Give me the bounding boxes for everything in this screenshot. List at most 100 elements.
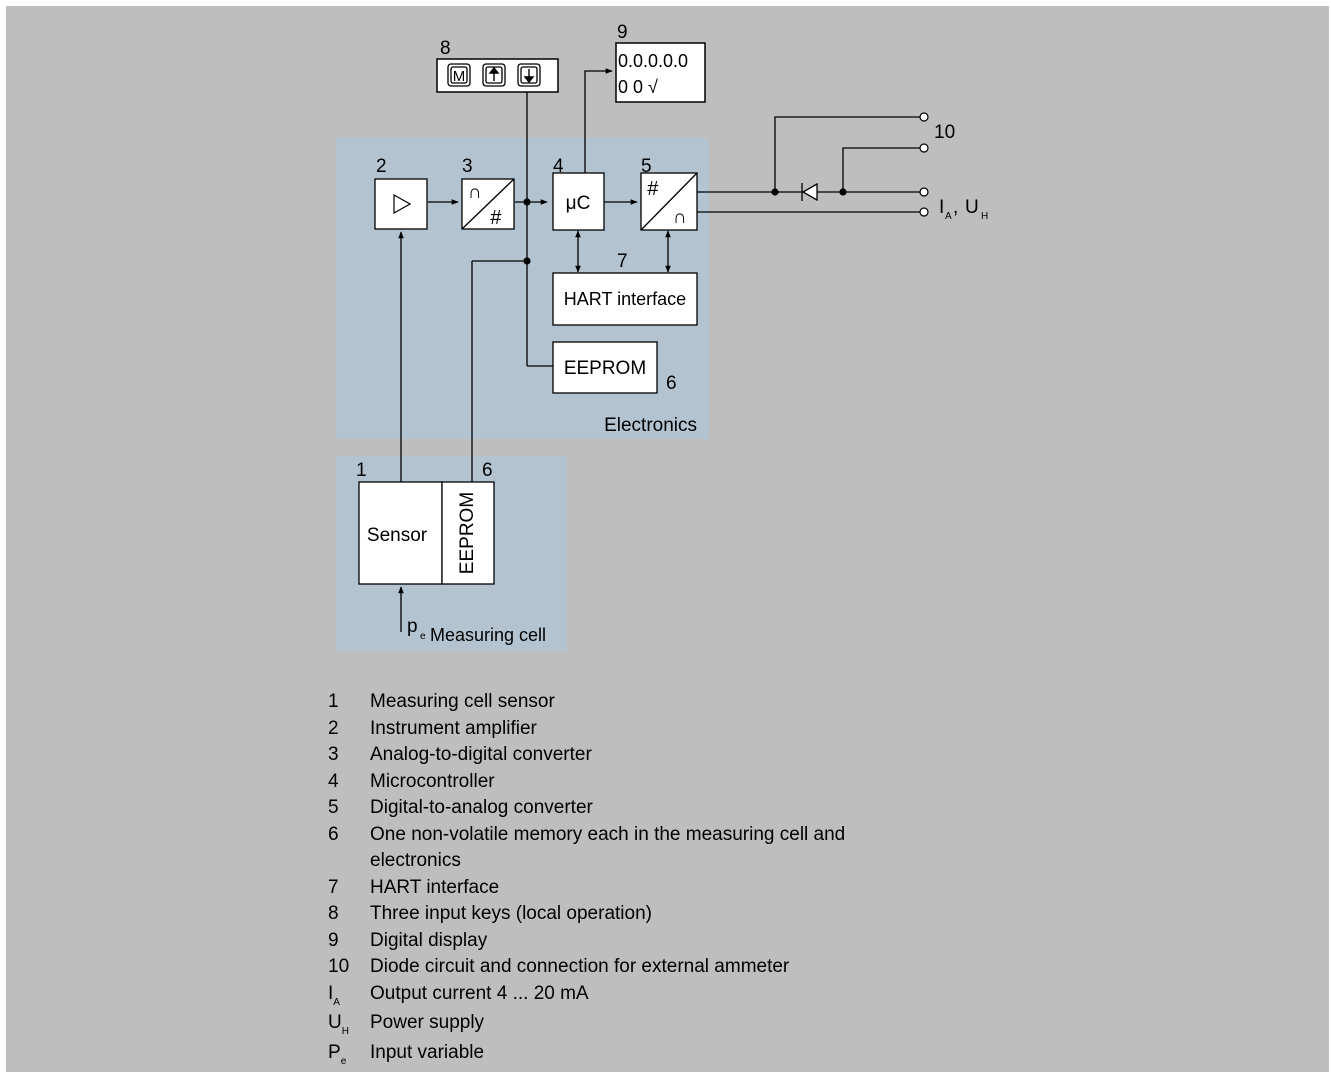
legend-key: 4 bbox=[325, 769, 370, 796]
display-line1: 0.0.0.0.0 bbox=[618, 51, 688, 71]
legend-key: 5 bbox=[325, 795, 370, 822]
legend-text: HART interface bbox=[370, 876, 500, 898]
hart-label: HART interface bbox=[564, 289, 686, 309]
dac-symbol-top: # bbox=[647, 178, 659, 200]
dac-symbol-bottom: ∩ bbox=[673, 207, 687, 228]
number-diode-terminal: 10 bbox=[934, 122, 955, 143]
legend-text: Power supply bbox=[370, 1012, 485, 1033]
output-label-i: I bbox=[939, 197, 944, 218]
sensor-block bbox=[358, 481, 443, 585]
legend-key: 7 bbox=[325, 875, 370, 902]
legend-key-text: I bbox=[328, 982, 334, 1004]
microcontroller-block bbox=[552, 172, 605, 231]
eeprom-electronics-block bbox=[552, 341, 658, 394]
legend-text: Diode circuit and connection for externa… bbox=[370, 956, 790, 977]
amplifier-triangle-icon bbox=[393, 193, 412, 215]
legend-key-subscript: A bbox=[333, 996, 340, 1008]
legend-key: 9 bbox=[325, 928, 370, 955]
adc-symbol-bottom: # bbox=[490, 207, 502, 229]
number-sensor: 1 bbox=[356, 460, 367, 481]
legend-key-text: 5 bbox=[328, 797, 339, 818]
keypad-keys bbox=[447, 63, 541, 87]
legend-key: 6 bbox=[325, 822, 370, 875]
legend-text: Instrument amplifier bbox=[370, 717, 537, 739]
input-label: p bbox=[407, 616, 418, 637]
measuring-cell-panel-label: Measuring cell bbox=[430, 625, 546, 645]
legend-row: 8 Three input keys (local operation) bbox=[325, 901, 930, 928]
number-adc: 3 bbox=[462, 156, 473, 177]
number-eeprom-electronics: 6 bbox=[666, 373, 677, 394]
eeprom-cell-label: EEPROM bbox=[457, 492, 478, 574]
legend-key-text: 1 bbox=[328, 691, 339, 712]
legend-key: 1 bbox=[325, 689, 370, 716]
number-eeprom-cell: 6 bbox=[482, 460, 493, 481]
number-amplifier: 2 bbox=[376, 156, 387, 177]
legend-key-text: 4 bbox=[328, 770, 339, 792]
key-up-arrow-icon bbox=[488, 66, 500, 81]
legend-text: Digital-to-analog converter bbox=[370, 797, 593, 818]
legend-key-text: 8 bbox=[328, 903, 339, 924]
legend-row: 7 HART interface bbox=[325, 875, 930, 902]
adc-symbol-top: ∩ bbox=[468, 182, 482, 203]
legend-key-text: 3 bbox=[328, 744, 339, 765]
legend-key-text: U bbox=[328, 1012, 342, 1033]
terminals bbox=[919, 112, 929, 217]
legend-text: One non-volatile memory each in the meas… bbox=[370, 823, 846, 872]
sensor-label: Sensor bbox=[367, 525, 428, 546]
dac-diagonal bbox=[640, 172, 698, 231]
legend-key: 2 bbox=[325, 716, 370, 743]
output-separator: , bbox=[953, 197, 958, 218]
number-keypad: 8 bbox=[440, 38, 451, 59]
terminal10-branch-b bbox=[842, 147, 920, 192]
output-label-u: U bbox=[965, 197, 979, 218]
legend-text: Digital display bbox=[370, 929, 488, 951]
key-down-arrow-icon bbox=[523, 69, 535, 84]
electronics-panel-label: Electronics bbox=[604, 415, 697, 436]
legend-key: 3 bbox=[325, 742, 370, 769]
legend-key: Pe bbox=[325, 1040, 370, 1070]
legend-row: 6 One non-volatile memory each in the mea… bbox=[325, 822, 930, 875]
legend-text: Three input keys (local operation) bbox=[370, 903, 652, 924]
legend-text: Output current 4 ... 20 mA bbox=[370, 982, 589, 1004]
eeprom-electronics-label: EEPROM bbox=[564, 358, 646, 379]
display-line2: 0 0 √ bbox=[618, 77, 658, 97]
legend-key: IA bbox=[325, 981, 370, 1011]
legend-row: 4 Microcontroller bbox=[325, 769, 930, 796]
display-block bbox=[615, 42, 706, 103]
legend-key: UH bbox=[325, 1010, 370, 1040]
legend-key-subscript: H bbox=[341, 1026, 349, 1037]
adc-diagonal bbox=[461, 178, 515, 230]
output-sub-a: A bbox=[945, 211, 952, 222]
legend-text: Measuring cell sensor bbox=[370, 691, 555, 712]
hart-block bbox=[552, 272, 698, 326]
microcontroller-label: μC bbox=[566, 193, 591, 214]
key-m-label: M bbox=[453, 68, 466, 85]
legend-row: 9 Digital display bbox=[325, 928, 930, 955]
amplifier-block bbox=[374, 178, 428, 230]
legend-key-text: 7 bbox=[328, 876, 339, 898]
eeprom-cell-block bbox=[441, 481, 495, 585]
legend-row: 5 Digital-to-analog converter bbox=[325, 795, 930, 822]
diode-icon bbox=[801, 182, 818, 202]
legend-key-text: 6 bbox=[328, 823, 339, 845]
legend-text: Microcontroller bbox=[370, 770, 495, 792]
terminal10-branch-a bbox=[774, 116, 920, 192]
legend-row: 10 Diode circuit and connection for exter… bbox=[325, 954, 930, 981]
legend-key-subscript: e bbox=[340, 1055, 347, 1067]
legend-row: 2 Instrument amplifier bbox=[325, 716, 930, 743]
number-display: 9 bbox=[617, 22, 628, 43]
legend-key: 10 bbox=[325, 954, 370, 981]
legend-key-text: 2 bbox=[328, 717, 339, 739]
legend-key-text: 10 bbox=[328, 956, 350, 977]
legend-row: 3 Analog-to-digital converter bbox=[325, 742, 930, 769]
junction-dots bbox=[523, 188, 847, 265]
uc-to-display-line bbox=[584, 68, 613, 173]
legend-key-text: 9 bbox=[328, 929, 339, 951]
number-microcontroller: 4 bbox=[553, 156, 564, 177]
legend-text: Analog-to-digital converter bbox=[370, 744, 592, 765]
number-hart: 7 bbox=[617, 251, 628, 272]
